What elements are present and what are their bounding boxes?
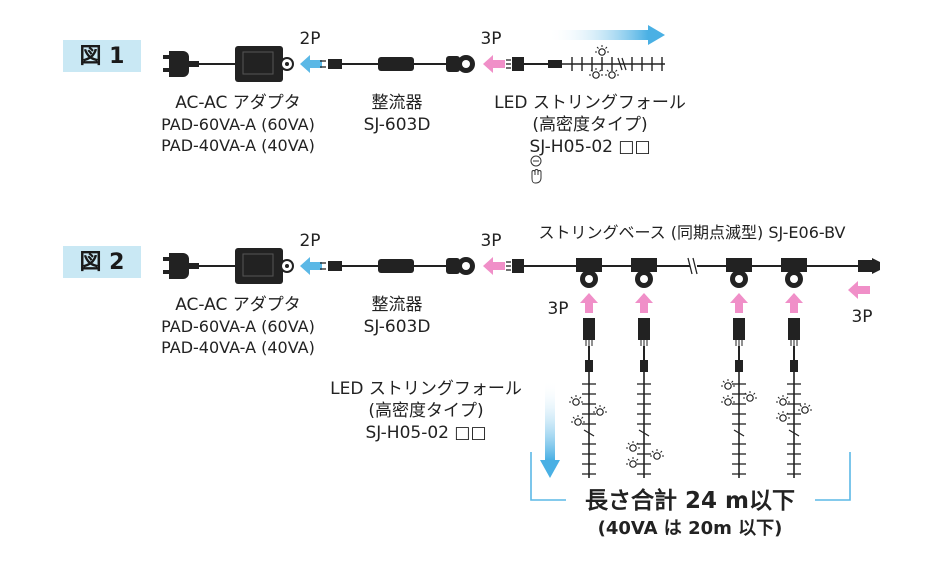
string-light-type: (高密度タイプ) [532,115,647,135]
arrow-left-pink-icon [483,257,505,275]
hand-cursor-icon [531,169,542,184]
string-light-name: LED ストリングフォール [330,379,522,399]
adapter-model-40: PAD-40VA-A (40VA) [161,136,315,155]
connector-2p-icon [320,59,342,69]
figure-1-badge-label: 図 1 [80,44,125,69]
arrow-left-blue-icon [300,257,322,275]
figure-2-badge [63,246,141,278]
arrow-left-pink-icon [483,55,505,73]
figure-2-badge-label: 図 2 [80,250,125,275]
drop-2 [631,258,657,478]
connector-3p-right-label: 3P [851,307,872,327]
drop-1 [576,258,602,478]
arrow-left-blue-icon [300,55,322,73]
string-light-icon [562,44,665,79]
connector-3p-drop-label: 3P [547,299,568,319]
length-bracket-left [530,452,566,501]
figure-1-badge [63,40,141,72]
string-light-type: (高密度タイプ) [368,401,483,421]
adapter-icon [235,248,294,284]
rectifier-model: SJ-603D [364,317,431,337]
connector-3p-left-label: 3P [480,231,501,251]
rectifier-icon [378,259,414,273]
connector-3p-icon [506,259,524,273]
string-light-model: SJ-H05-02 □□ [365,423,486,443]
adapter-name: AC-AC アダプタ [175,295,301,315]
round-connector-icon [446,257,475,275]
rectifier-name: 整流器 [372,295,423,315]
connector-2p-icon [320,261,342,271]
plug-icon [163,253,199,279]
length-bracket-right [815,452,851,501]
figure-2: 図 2 2P 3P [63,223,880,539]
figure-1: 図 1 2P [63,25,686,184]
adapter-icon [235,46,294,82]
adapter-name: AC-AC アダプタ [175,93,301,113]
connector-2p-label: 2P [299,29,320,49]
rectifier-name: 整流器 [372,93,423,113]
total-length-label: 長さ合計 24 m以下 [585,487,795,514]
zoom-out-icon [530,155,542,167]
string-light-name: LED ストリングフォール [494,93,686,113]
drop-3 [726,258,752,478]
adapter-model-40: PAD-40VA-A (40VA) [161,338,315,357]
string-light-model: SJ-H05-02 □□ [529,137,650,157]
adapter-model-60: PAD-60VA-A (60VA) [161,115,315,134]
end-cap-icon [858,258,880,274]
arrow-down-gradient-icon [545,380,555,460]
connector-3p-label: 3P [480,29,501,49]
drop-4 [781,258,807,478]
arrow-left-pink-icon [848,281,870,299]
plug-icon [163,51,199,77]
string-base-label: ストリングベース (同期点滅型) SJ-E06-BV [538,223,845,242]
bulb-icons [568,378,813,468]
rectifier-icon [378,57,414,71]
total-length-note: (40VA は 20m 以下) [598,518,783,539]
round-connector-icon [446,55,475,73]
adapter-model-60: PAD-60VA-A (60VA) [161,317,315,336]
rectifier-model: SJ-603D [364,115,431,135]
arrow-right-gradient-icon [548,30,648,40]
string-ticks [582,383,801,475]
connector-3p-icon [506,57,524,71]
connector-2p-label: 2P [299,231,320,251]
